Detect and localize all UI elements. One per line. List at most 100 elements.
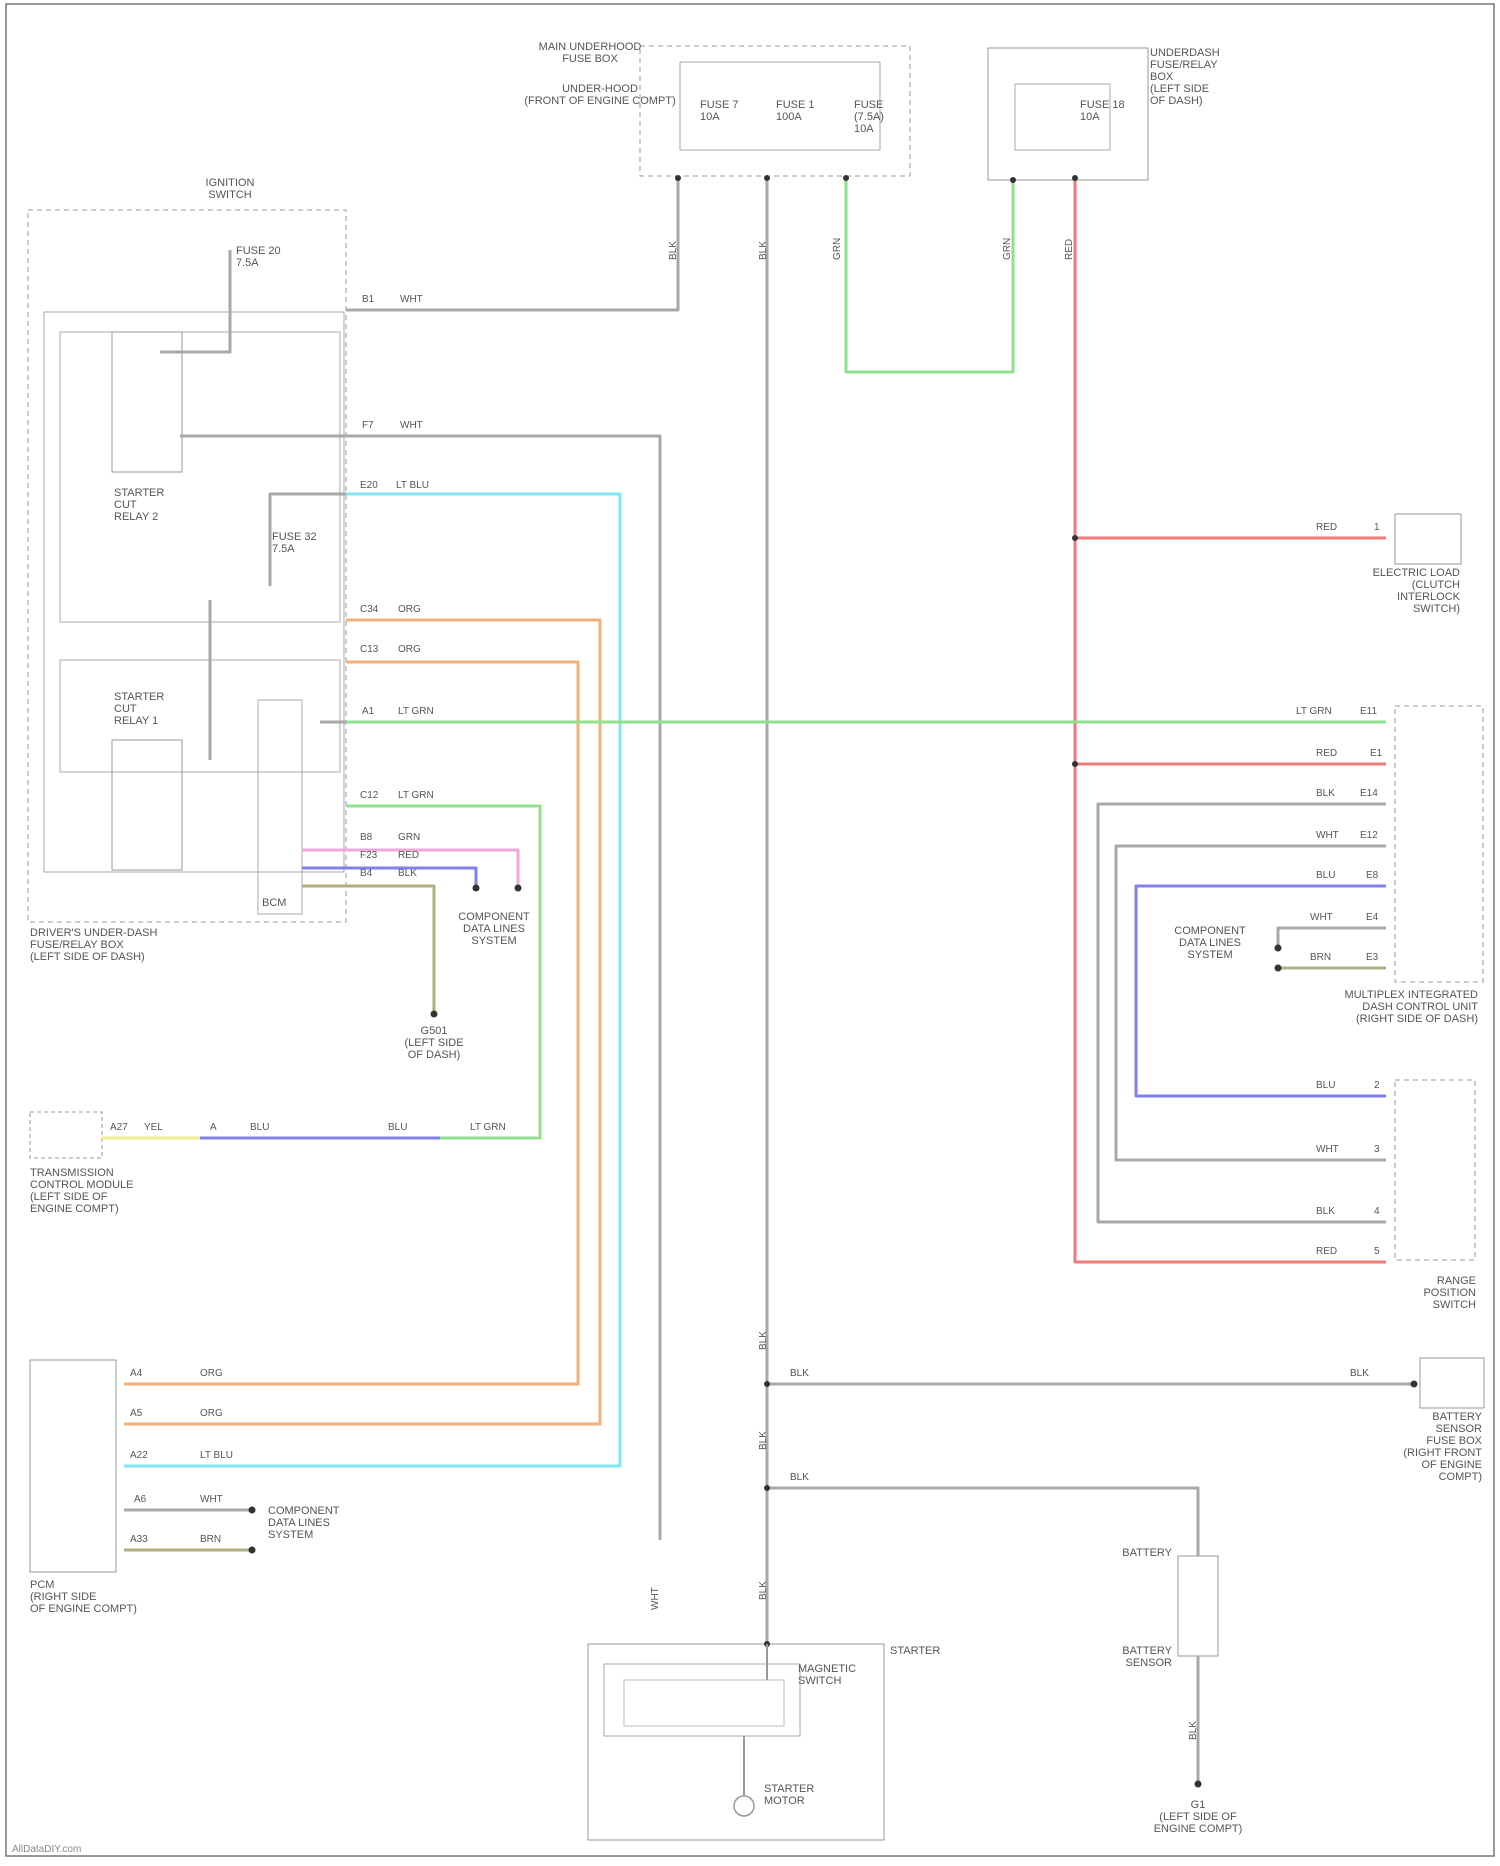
wire-label-w-pin-b1: B1 — [362, 294, 375, 305]
wire-label-w-yel: YEL — [144, 1122, 163, 1133]
relay-1-coil — [112, 740, 182, 870]
magnetic-switch-label: MAGNETICSWITCH — [798, 1663, 856, 1687]
wire-fuse7-to-ign — [346, 178, 678, 310]
wire-label-w-wht-7: WHT — [650, 1587, 661, 1610]
wire-label-w-a: A — [210, 1122, 217, 1133]
wire-label-w-blk-10: BLK — [758, 1431, 769, 1450]
wire-label-w-red-3: RED — [1316, 522, 1337, 533]
wire-green-loop — [846, 178, 1013, 372]
wire-org-1 — [124, 620, 600, 1424]
wire-label-w-blk-6: BLK — [790, 1368, 809, 1379]
aux-fuse-label: FUSE 1810A — [1080, 99, 1125, 123]
starter-label: STARTER — [890, 1645, 940, 1657]
tcm-label: TRANSMISSIONCONTROL MODULE(LEFT SIDE OFE… — [30, 1167, 134, 1215]
multiplex-box — [1395, 706, 1483, 982]
wire-label-w-c34: C34 — [360, 604, 379, 615]
wire-label-w-e4: E4 — [1366, 912, 1379, 923]
wire-label-w-org-3: ORG — [200, 1368, 223, 1379]
wire-label-w-blk-11: BLK — [758, 1581, 769, 1600]
wire-label-w-wht-1: WHT — [400, 294, 423, 305]
wire-label-w-red-2: RED — [398, 850, 419, 861]
wire-label-w-a1: A1 — [362, 706, 375, 717]
wire-label-w-pin2: 2 — [1374, 1080, 1380, 1091]
wire-label-w-ltgrn-2: LT GRN — [398, 790, 434, 801]
wire-label-w-grn-3: GRN — [398, 832, 420, 843]
wire-label-w-blk-4: BLK — [1316, 788, 1335, 799]
starter-cut-relay-2-box — [60, 332, 340, 622]
wire-label-w-blk-8: BLK — [790, 1472, 809, 1483]
bcm-label: BCM — [262, 897, 286, 909]
wire-label-w-wht-6: WHT — [200, 1494, 223, 1505]
wire-wht-multiplex — [1116, 846, 1386, 1160]
wire-label-w-pin5: 5 — [1374, 1246, 1380, 1257]
pcm-box-outline — [28, 210, 346, 922]
wire-label-w-e8: E8 — [1366, 870, 1379, 881]
wire-label-w-ltgrn-1: LT GRN — [398, 706, 434, 717]
tcm-box — [30, 1112, 102, 1158]
wire-label-w-org-1: ORG — [398, 604, 421, 615]
starter-motor-icon — [734, 1796, 754, 1816]
magnetic-switch-inner — [624, 1680, 784, 1726]
wire-label-w-blu-3: BLU — [388, 1122, 407, 1133]
footer-watermark: AllDataDIY.com — [12, 1844, 81, 1855]
fuse-c-label: FUSE(7.5A)10A — [854, 99, 884, 135]
wire-label-w-red-4: RED — [1316, 748, 1337, 759]
wire-label-w-e20: E20 — [360, 480, 378, 491]
wire-label-w-blu-2: BLU — [250, 1122, 269, 1133]
wire-label-w-c12: C12 — [360, 790, 379, 801]
battery-box — [1178, 1556, 1218, 1656]
wire-label-w-ltblu-2: LT BLU — [200, 1450, 233, 1461]
wire-label-w-blk-12: BLK — [1188, 1721, 1199, 1740]
wire-label-w-blu-4: BLU — [1316, 1080, 1335, 1091]
wire-label-w-blk-7: BLK — [1350, 1368, 1369, 1379]
wire-label-w-a5: A5 — [130, 1408, 143, 1419]
aux-box-label: UNDERDASHFUSE/RELAYBOX(LEFT SIDEOF DASH) — [1150, 47, 1220, 107]
wire-label-w-a4: A4 — [130, 1368, 143, 1379]
wire-label-w-e14: E14 — [1360, 788, 1378, 799]
wire-label-w-org-2: ORG — [398, 644, 421, 655]
wire-label-w-brn-1: BRN — [1310, 952, 1331, 963]
wire-label-w-e12: E12 — [1360, 830, 1378, 841]
wire-label-w-wht-3: WHT — [1316, 830, 1339, 841]
pcm-box-label: DRIVER'S UNDER-DASHFUSE/RELAY BOX(LEFT S… — [30, 927, 157, 963]
wire-label-w-grn-2: GRN — [1002, 238, 1013, 260]
range-switch-label: RANGEPOSITIONSWITCH — [1423, 1275, 1476, 1311]
wire-label-w-a33: A33 — [130, 1534, 148, 1545]
wire-label-w-blk-9: BLK — [758, 1331, 769, 1350]
wire-label-w-blk-1: BLK — [668, 241, 679, 260]
wire-label-w-wht-2: WHT — [400, 420, 423, 431]
relay-area — [44, 312, 344, 872]
wire-label-w-pin3: 3 — [1374, 1144, 1380, 1155]
wire-wht-cmp — [1278, 928, 1386, 948]
wire-label-w-e11: E11 — [1360, 706, 1377, 717]
wire-label-w-blk-2: BLK — [758, 241, 769, 260]
wire-label-w-c13: C13 — [360, 644, 379, 655]
wire-label-w-a22: A22 — [130, 1450, 148, 1461]
wire-label-w-e1: E1 — [1370, 748, 1383, 759]
fuse-32-label: FUSE 327.5A — [272, 531, 317, 555]
wire-label-w-grn-1: GRN — [832, 238, 843, 260]
fuse-box-top-sub-label: UNDER-HOOD(FRONT OF ENGINE COMPT) — [524, 83, 675, 107]
wire-label-w-pin4: 4 — [1374, 1206, 1380, 1217]
wire-olive-ground — [302, 886, 434, 1014]
wire-label-w-b4: B4 — [360, 868, 373, 879]
wire-label-w-wht-4: WHT — [1310, 912, 1333, 923]
wire-label-w-pin1: 1 — [1374, 522, 1380, 533]
wire-label-w-wht-5: WHT — [1316, 1144, 1339, 1155]
wire-ltblu — [124, 494, 620, 1466]
fuse-a-label: FUSE 710A — [700, 99, 739, 123]
wire-org-2 — [124, 662, 578, 1384]
